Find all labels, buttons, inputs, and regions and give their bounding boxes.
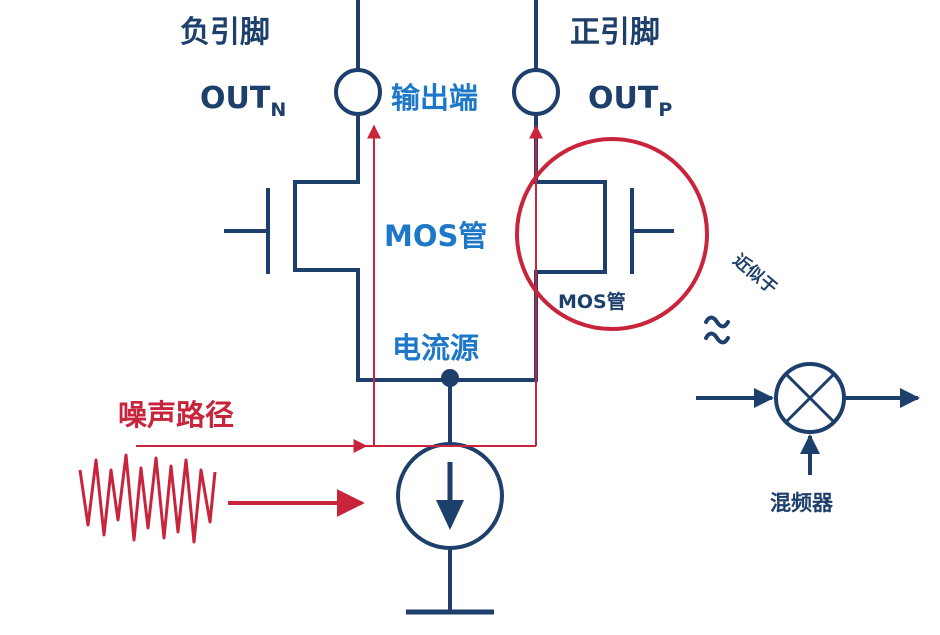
- out-p-terminal: [512, 68, 560, 116]
- approx-label: 近似于: [729, 250, 782, 299]
- noise-path-arrows: [136, 124, 543, 453]
- positive-pin-label: 正引脚: [570, 15, 660, 50]
- wire-left-branch: [293, 112, 360, 382]
- approx-icon: [704, 315, 730, 345]
- out-n-subscript: N: [270, 99, 286, 121]
- noise-path-label: 噪声路径: [118, 398, 234, 432]
- mos-right-symbol: [630, 188, 674, 274]
- out-p-label: OUTP: [588, 81, 672, 121]
- mos-highlight-circle: [515, 137, 709, 331]
- wire-right-branch: [534, 112, 607, 382]
- output-port-label: 输出端: [391, 81, 478, 115]
- out-n-label: OUTN: [200, 81, 286, 121]
- current-source-label: 电流源: [392, 331, 479, 365]
- mixer-circle-x-icon: [774, 362, 846, 434]
- out-p-subscript: P: [658, 99, 672, 121]
- current-source-arrow-icon: [436, 462, 464, 530]
- out-n-terminal: [334, 68, 382, 116]
- mos-left-label: MOS管: [384, 219, 487, 253]
- mixer-label: 混频器: [770, 491, 834, 515]
- mos-left-symbol: [224, 188, 270, 274]
- out-n-main: OUT: [200, 81, 271, 116]
- mos-right-label: MOS管: [558, 290, 626, 313]
- negative-pin-label: 负引脚: [180, 15, 270, 50]
- out-p-main: OUT: [588, 81, 659, 116]
- noise-waveform-icon: [78, 453, 217, 544]
